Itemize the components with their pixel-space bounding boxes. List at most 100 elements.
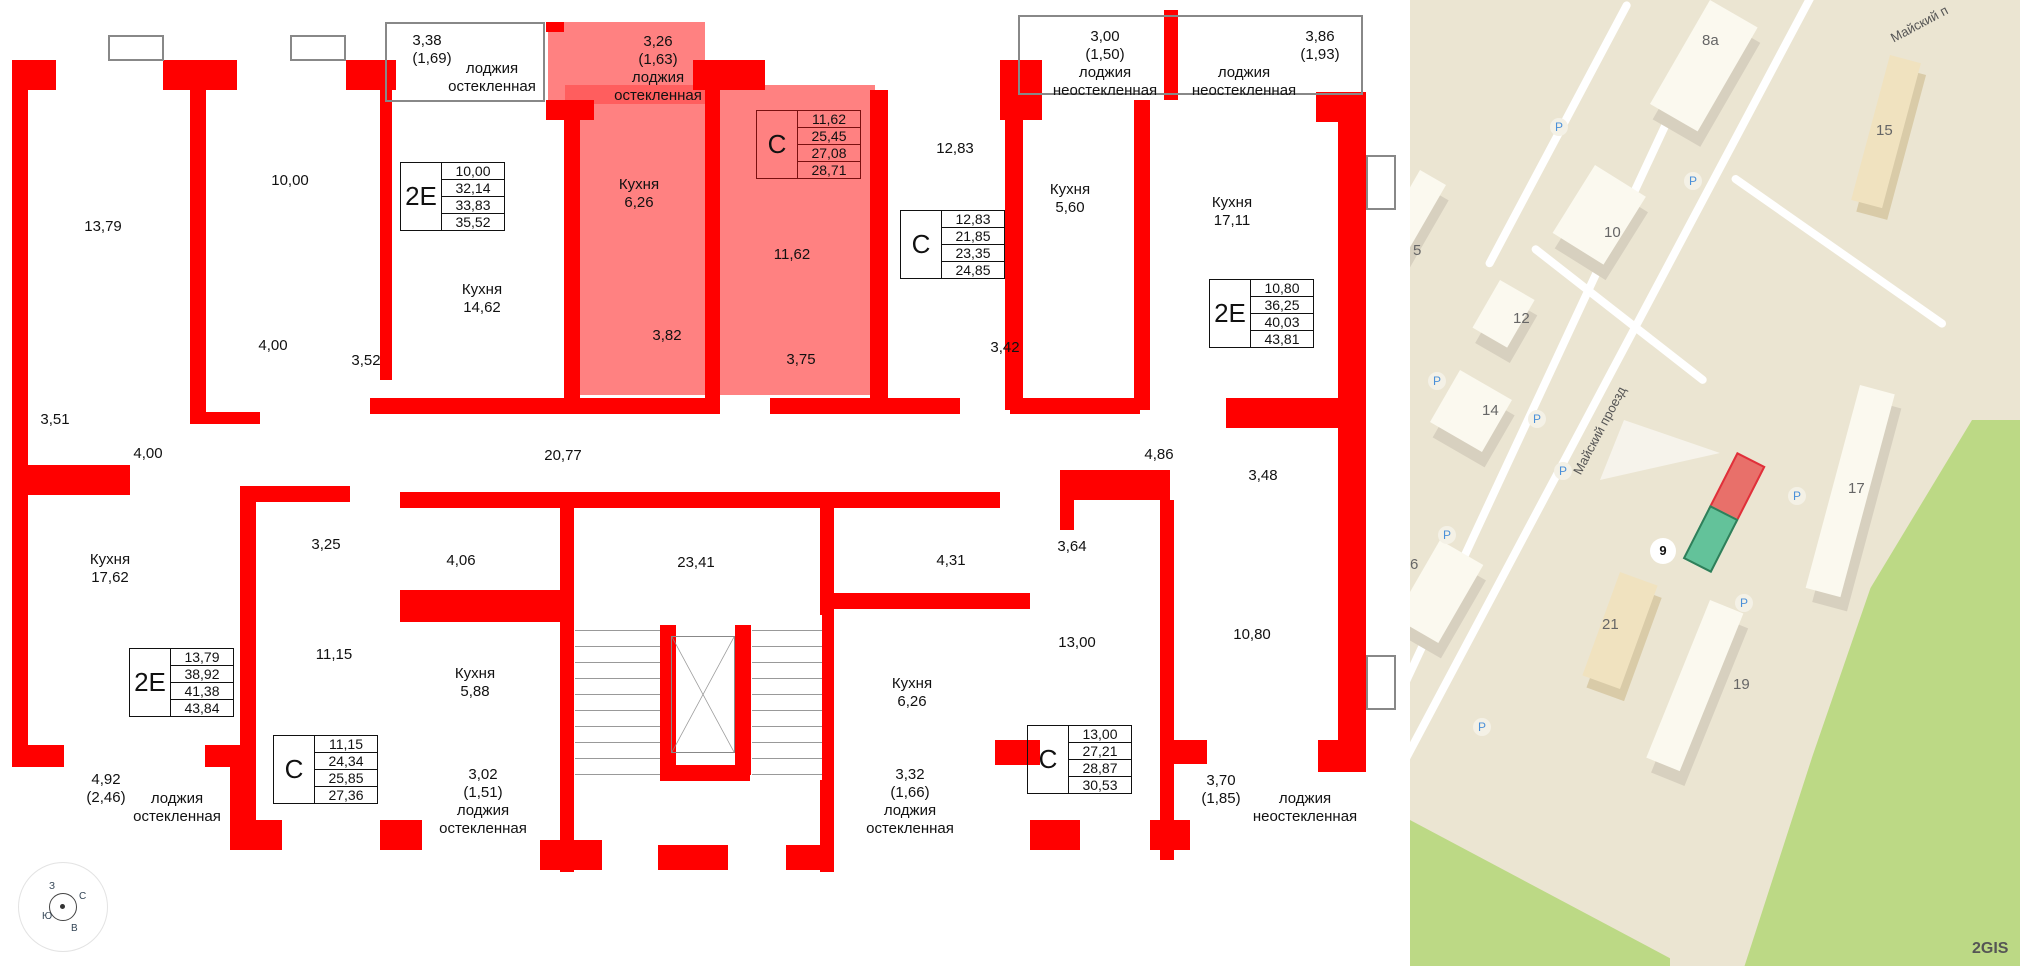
- room-area: 13,79: [84, 218, 122, 235]
- room-area: 10,80: [1233, 626, 1271, 643]
- wall: [830, 593, 1030, 609]
- building-number: 17: [1848, 480, 1865, 497]
- room-area: 3,48: [1248, 467, 1278, 484]
- wall: [12, 60, 56, 90]
- parking-icon: P: [1684, 172, 1702, 190]
- wall: [240, 486, 350, 502]
- parking-icon: P: [1438, 526, 1456, 544]
- room-area: 3,51: [40, 411, 70, 428]
- building-number: 19: [1733, 676, 1750, 693]
- brand-logo[interactable]: 2GIS: [1972, 940, 2009, 957]
- wall: [1030, 820, 1080, 850]
- wall: [735, 625, 751, 775]
- green-area: [1410, 820, 1670, 966]
- wall: [346, 60, 396, 90]
- compass-north: С: [79, 891, 87, 902]
- selected-apartment-highlight[interactable]: [565, 85, 875, 395]
- wall: [786, 845, 826, 870]
- wall: [1150, 820, 1190, 850]
- compass-east: В: [71, 923, 78, 934]
- room-area: 4,06: [446, 552, 476, 569]
- elevator-icon: [671, 636, 735, 753]
- loggia-label: 3,70(1,85): [1201, 772, 1241, 807]
- window-frame: [290, 35, 346, 61]
- wall: [540, 840, 602, 870]
- wall: [658, 845, 728, 870]
- loggia-label: 3,86(1,93): [1300, 28, 1340, 63]
- wall: [820, 492, 834, 872]
- wall: [1164, 10, 1178, 100]
- parking-icon: P: [1554, 462, 1572, 480]
- location-map[interactable]: 8а 15 5 10 12 14 17 6 21 19 9 P P P P P …: [1410, 0, 2020, 966]
- wall: [190, 150, 206, 170]
- compass-rose: С В Ю З: [18, 862, 108, 952]
- wall: [12, 60, 28, 760]
- wall: [12, 465, 130, 495]
- compass-dot: [60, 904, 65, 909]
- loggia-label: 3,38(1,69): [412, 32, 452, 67]
- room-area: 3,64: [1057, 538, 1087, 555]
- parking-icon: P: [1550, 118, 1568, 136]
- building-number: 5: [1413, 242, 1422, 259]
- parking-icon: P: [1788, 487, 1806, 505]
- room-area: 3,42: [990, 339, 1020, 356]
- loggia-frame: [385, 22, 545, 102]
- wall: [546, 22, 564, 32]
- building-number: 8а: [1702, 32, 1719, 49]
- wall: [400, 492, 1000, 508]
- window-frame: [1366, 655, 1396, 710]
- wall: [190, 90, 206, 420]
- building-number: 15: [1876, 122, 1893, 139]
- wall: [1318, 740, 1366, 772]
- wall: [370, 398, 720, 414]
- wall: [1134, 100, 1150, 410]
- stairs-right: [752, 615, 822, 780]
- stairs-left: [575, 615, 660, 780]
- room-area: 4,00: [133, 445, 163, 462]
- road: [1730, 173, 1948, 330]
- wall: [380, 820, 422, 850]
- corridor-area: 20,77: [544, 447, 582, 464]
- building-number: 12: [1513, 310, 1530, 327]
- compass-south: Ю: [42, 911, 53, 922]
- building: [1650, 0, 1758, 132]
- building-number: 21: [1602, 616, 1619, 633]
- window-frame: [108, 35, 164, 61]
- wall: [705, 90, 720, 400]
- wall: [1338, 92, 1366, 772]
- room-area: 13,00: [1058, 634, 1096, 651]
- compass-center-icon: [49, 893, 77, 921]
- building-number-badge[interactable]: 9: [1650, 538, 1676, 564]
- building-section[interactable]: [1682, 505, 1739, 573]
- parking-icon: P: [1528, 410, 1546, 428]
- room-area: 3,25: [311, 536, 341, 553]
- room-area: 3,82: [652, 327, 682, 344]
- building: [1582, 572, 1658, 690]
- wall: [560, 492, 574, 872]
- room-area: 4,31: [936, 552, 966, 569]
- room-area: 10,00: [271, 172, 309, 189]
- building: [1552, 165, 1646, 265]
- wall: [12, 745, 64, 767]
- wall: [770, 398, 960, 414]
- room-area: 12,83: [936, 140, 974, 157]
- wall: [1226, 398, 1341, 428]
- wall: [1165, 740, 1207, 764]
